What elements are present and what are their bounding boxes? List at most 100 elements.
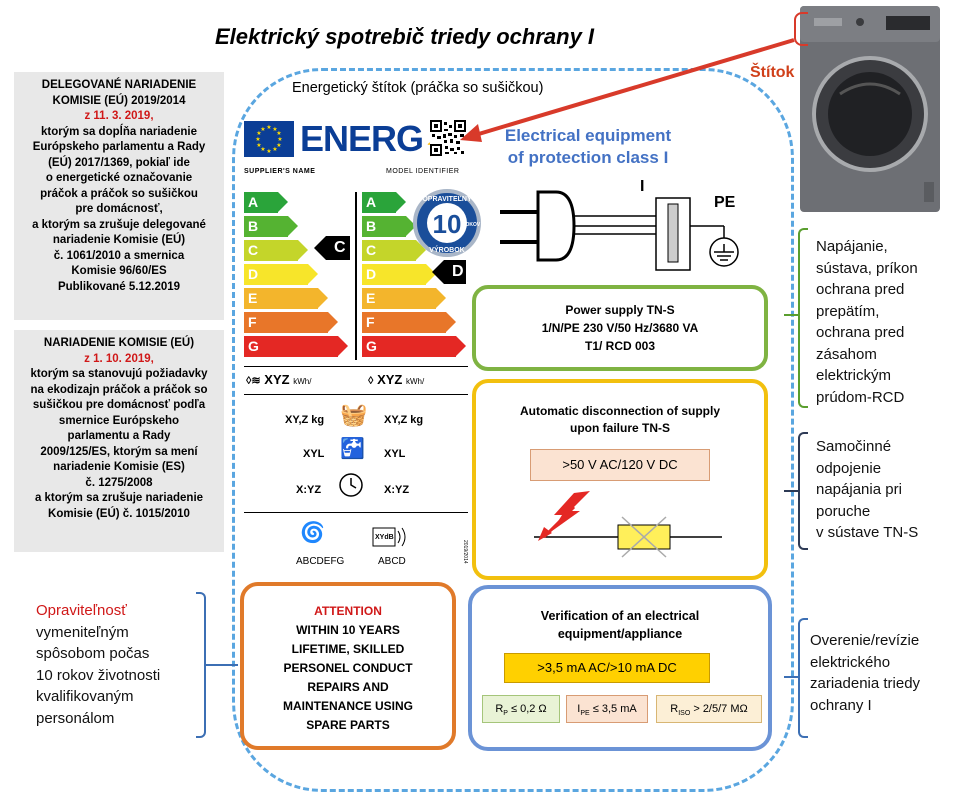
capacity-right: XY,Z kg bbox=[384, 414, 424, 426]
reg1-body-8: č. 1061/2010 a smernica bbox=[53, 249, 185, 262]
power-note-tick bbox=[784, 314, 798, 316]
svg-text:★: ★ bbox=[277, 136, 282, 143]
water-tap-icon: 🚰 bbox=[340, 438, 365, 460]
equipment-title: Electrical equipment of protection class… bbox=[488, 125, 688, 169]
power-supply-protection: T1/ RCD 003 bbox=[584, 339, 656, 353]
verification-box: Verification of an electrical equipment/… bbox=[468, 585, 772, 751]
reg1-date: z 11. 3. 2019, bbox=[84, 110, 154, 122]
duration-right: X:YZ bbox=[384, 484, 410, 496]
page-title: Elektrický spotrebič triedy ochrany I bbox=[215, 24, 595, 49]
supplier-name-label: SUPPLIER'S NAME bbox=[244, 168, 316, 175]
badge-top-text: OPRAVITEĽNÝ bbox=[422, 194, 472, 203]
repair-note-tick bbox=[206, 664, 238, 666]
svg-text:★: ★ bbox=[260, 146, 265, 153]
reg1-body-1: Európskeho parlamentu a Rady bbox=[32, 141, 206, 153]
reg2-body-8: a ktorým sa zrušuje nariadenie bbox=[34, 492, 204, 504]
pe-label: PE bbox=[714, 194, 736, 211]
label-regulation-code: 2019/2014 bbox=[462, 540, 468, 564]
reg2-body-6: nariadenie Komisie (ES) bbox=[53, 461, 185, 473]
reg1-line2: KOMISIE (EÚ) 2019/2014 bbox=[52, 94, 186, 107]
reg1-body-10: Publikované 5.12.2019 bbox=[57, 280, 181, 293]
phase-label: I bbox=[640, 178, 645, 195]
spin-row-top-line bbox=[244, 512, 468, 513]
attention-box: ATTENTION WITHIN 10 YEARS LIFETIME, SKIL… bbox=[240, 582, 456, 750]
rating-right-badge: D bbox=[432, 260, 466, 284]
auto-disconnect-title-line2: upon failure TN-S bbox=[570, 421, 670, 435]
energy-consumption-right: ◊ XYZ kWh/ bbox=[368, 372, 425, 387]
regulation-box-ecodesign: NARIADENIE KOMISIE (EÚ) z 1. 10. 2019, k… bbox=[14, 330, 224, 552]
reg2-body-2: sušičkou pre domácnosť podľa bbox=[32, 399, 206, 411]
reg1-body-9: Komisie 96/60/ES bbox=[71, 265, 167, 277]
energ-word: ENERG bbox=[300, 118, 424, 159]
repair-note-heading: Opraviteľnosť bbox=[36, 602, 127, 619]
energy-row-bottom-line bbox=[244, 394, 468, 395]
equipment-title-line1: Electrical equipment bbox=[504, 126, 672, 145]
svg-text:★: ★ bbox=[266, 124, 271, 131]
badge-number: 10 bbox=[433, 209, 462, 239]
reg1-body-4: práčok a práčok so sušičkou bbox=[40, 187, 198, 200]
reg2-date: z 1. 10. 2019, bbox=[84, 352, 154, 365]
reg2-body-9: Komisie (EÚ) č. 1015/2010 bbox=[48, 507, 190, 520]
label-divider bbox=[355, 192, 357, 360]
repair-note-bracket bbox=[196, 592, 206, 738]
scale-right-b: B bbox=[362, 216, 416, 237]
attention-heading: ATTENTION bbox=[314, 604, 382, 618]
reg1-body-7: nariadenie Komisie (EÚ) bbox=[52, 234, 186, 246]
noise-unit: XYdB bbox=[375, 534, 394, 541]
model-identifier-label: MODEL IDENTIFIER bbox=[386, 168, 460, 175]
svg-text:★: ★ bbox=[266, 148, 271, 155]
scale-right-a: A bbox=[362, 192, 406, 213]
stitok-bracket bbox=[794, 12, 808, 46]
plug-diagram-icon bbox=[500, 190, 739, 271]
attention-line6: SPARE PARTS bbox=[306, 718, 390, 732]
reg2-body-3: smernice Európskeho bbox=[58, 414, 180, 427]
leakage-current-limit: >3,5 mA AC/>10 mA DC bbox=[504, 653, 710, 683]
reg1-body-2: (EÚ) 2017/1369, pokiaľ ide bbox=[48, 156, 190, 169]
noise-class-scale: ABCD bbox=[378, 556, 406, 567]
svg-text:★: ★ bbox=[256, 142, 261, 149]
svg-text:★: ★ bbox=[276, 130, 281, 137]
scale-left-d: D bbox=[244, 264, 318, 285]
scale-left-a: A bbox=[244, 192, 288, 213]
clock-icon bbox=[338, 472, 364, 498]
scale-left-f: F bbox=[244, 312, 338, 333]
duration-left: X:YZ bbox=[296, 484, 322, 496]
scale-left-b: B bbox=[244, 216, 298, 237]
stitok-arrow-icon bbox=[460, 38, 795, 142]
reg2-body-7: č. 1275/2008 bbox=[85, 476, 153, 489]
revision-note-tick bbox=[784, 676, 798, 678]
attention-line4: REPAIRS AND bbox=[307, 680, 389, 694]
svg-text:★: ★ bbox=[276, 142, 281, 149]
attention-line5: MAINTENANCE USING bbox=[282, 699, 413, 713]
attention-line3: PERSONEL CONDUCT bbox=[283, 661, 413, 675]
ipe-limit: IPE ≤ 3,5 mA bbox=[566, 695, 648, 723]
reg2-body-5: 2009/125/ES, ktorým sa mení bbox=[40, 445, 198, 458]
scale-left-e: E bbox=[244, 288, 328, 309]
equipment-title-line2: of protection class I bbox=[507, 148, 669, 167]
disconnect-note-bracket bbox=[798, 432, 808, 550]
spin-dry-icon: 🌀 bbox=[300, 522, 325, 544]
reg1-body-5: pre domácnosť, bbox=[75, 203, 163, 215]
washing-machine-illustration bbox=[790, 4, 946, 214]
reg2-body-1: na ekodizajn práčok a práčok so bbox=[30, 383, 208, 396]
energy-row-top-line bbox=[244, 366, 468, 367]
energy-label-caption: Energetický štítok (práčka so sušičkou) bbox=[292, 80, 544, 96]
stitok-label: Štítok bbox=[750, 64, 795, 81]
laundry-basket-icon: 🧺 bbox=[340, 402, 368, 427]
power-supply-title: Power supply TN-S bbox=[565, 303, 675, 317]
noise-speaker-icon bbox=[372, 522, 412, 552]
svg-text:★: ★ bbox=[255, 136, 260, 143]
scale-right-g: G bbox=[362, 336, 466, 357]
scale-right-d: D bbox=[362, 264, 436, 285]
reg2-line1: NARIADENIE KOMISIE (EÚ) bbox=[43, 337, 195, 349]
reg1-body-0: ktorým sa dopĺňa nariadenie bbox=[41, 125, 197, 138]
rating-left-badge: C bbox=[314, 236, 350, 260]
water-right: XYL bbox=[384, 448, 406, 460]
scale-left-c: C bbox=[244, 240, 308, 261]
power-supply-spec: 1/N/PE 230 V/50 Hz/3680 VA bbox=[541, 321, 699, 335]
svg-text:★: ★ bbox=[256, 130, 261, 137]
reg2-body-0: ktorým sa stanovujú požiadavky bbox=[30, 368, 208, 380]
